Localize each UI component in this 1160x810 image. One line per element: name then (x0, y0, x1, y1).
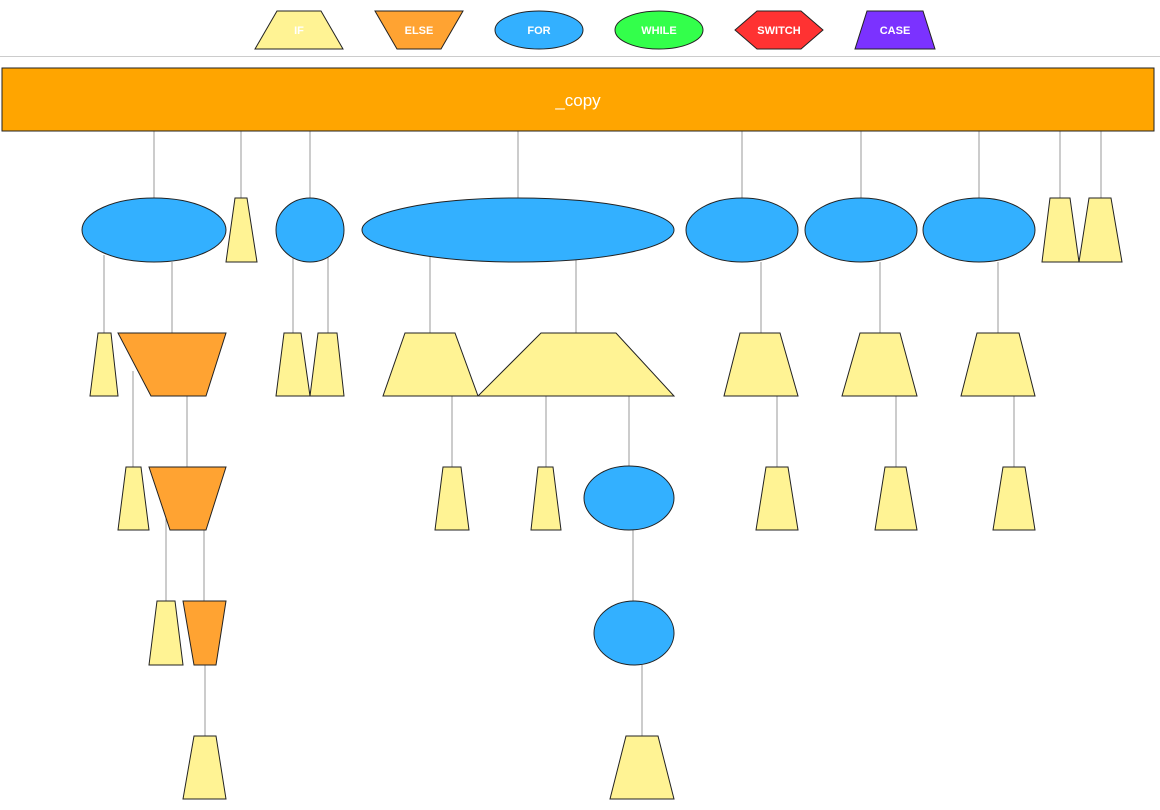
if-node (117, 466, 150, 531)
if-node (755, 466, 799, 531)
if-node (1041, 197, 1080, 263)
if-node (275, 332, 311, 397)
legend: IF ELSE FOR WHILE SWITCH CASE (254, 10, 936, 50)
legend-if-shape (254, 10, 344, 50)
if-node (382, 332, 479, 397)
if-node (434, 466, 470, 531)
edges (103, 131, 1102, 736)
legend-else-label: ELSE (405, 25, 434, 37)
legend-item-else: ELSE (374, 10, 464, 50)
for-node (81, 197, 227, 263)
for-node (804, 197, 918, 263)
else-node (182, 600, 227, 666)
if-node (89, 332, 119, 397)
if-node (874, 466, 918, 531)
level-3-nodes (117, 465, 1036, 531)
legend-for-shape (494, 10, 584, 50)
for-node (361, 197, 675, 263)
legend-switch-label: SWITCH (757, 25, 800, 37)
else-node (148, 466, 227, 531)
legend-case-shape (854, 10, 936, 50)
if-node (182, 735, 227, 800)
root-node-box (1, 67, 1155, 132)
legend-item-switch: SWITCH (734, 10, 824, 50)
legend-switch-shape (734, 10, 824, 50)
if-node (992, 466, 1036, 531)
legend-while-shape (614, 10, 704, 50)
root-node-label: _copy (554, 91, 601, 110)
if-node (530, 466, 562, 531)
if-node (476, 332, 676, 397)
else-node (117, 332, 227, 397)
legend-case-label: CASE (880, 25, 911, 37)
for-node (593, 600, 675, 666)
level-1-nodes (81, 197, 1123, 263)
if-node (841, 332, 918, 397)
if-node (609, 735, 675, 800)
if-node (723, 332, 799, 397)
if-node (225, 197, 258, 263)
level-2-nodes (89, 332, 1036, 397)
legend-while-label: WHILE (641, 25, 676, 37)
if-node (309, 332, 345, 397)
legend-item-case: CASE (854, 10, 936, 50)
legend-item-for: FOR (494, 10, 584, 50)
if-node (1078, 197, 1123, 263)
for-node (685, 197, 799, 263)
level-5-nodes (182, 735, 675, 800)
for-node (275, 197, 345, 263)
for-node (922, 197, 1036, 263)
legend-for-label: FOR (527, 25, 550, 37)
for-node (583, 465, 675, 531)
legend-else-shape (374, 10, 464, 50)
if-node (960, 332, 1036, 397)
level-4-nodes (148, 600, 675, 666)
if-node (148, 600, 184, 666)
legend-item-while: WHILE (614, 10, 704, 50)
root-node: _copy (1, 67, 1155, 132)
legend-item-if: IF (254, 10, 344, 50)
legend-if-label: IF (294, 25, 304, 37)
